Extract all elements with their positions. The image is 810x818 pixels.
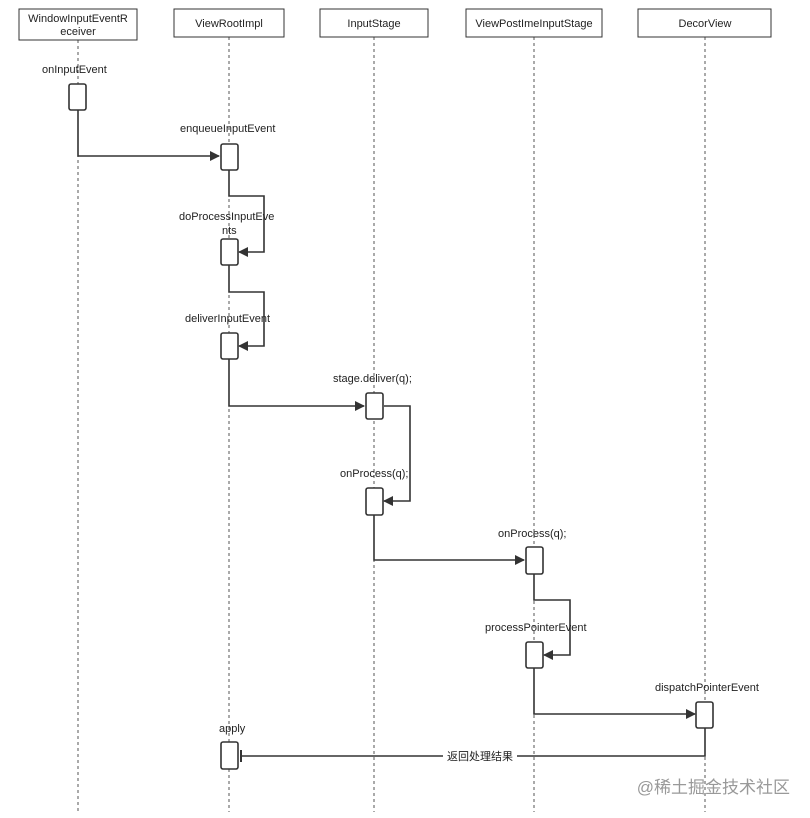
return-message: 返回处理结果 bbox=[443, 749, 517, 763]
step-label-dispatch-pointer-event: dispatchPointerEvent bbox=[655, 682, 759, 694]
messages bbox=[77, 110, 706, 762]
message-arrow-dispatch-pointer-event bbox=[533, 668, 696, 719]
step-label-on-input-event: onInputEvent bbox=[42, 64, 107, 76]
message-arrow-enqueue-input-event bbox=[77, 110, 220, 161]
message-arrow-view-post-ime-on-process bbox=[373, 515, 525, 565]
participant-label: ViewPostImeInputStage bbox=[475, 18, 592, 30]
activation-input-stage-on-process bbox=[365, 487, 384, 516]
message-arrow-deliver-input-event bbox=[228, 265, 265, 351]
message-labels: onInputEvent enqueueInputEvent doProcess… bbox=[42, 64, 759, 735]
message-arrow-return-result bbox=[240, 728, 706, 762]
message-arrow-input-stage-on-process bbox=[383, 405, 411, 506]
participant-label-line: eceiver bbox=[60, 26, 96, 38]
participant-decor-view: DecorView bbox=[637, 8, 772, 38]
step-label-deliver-input-event: deliverInputEvent bbox=[185, 313, 270, 325]
activation-dispatch-pointer-event bbox=[695, 701, 714, 729]
message-arrow-process-pointer-event bbox=[533, 574, 571, 660]
activation-enqueue-input-event bbox=[220, 143, 239, 171]
activation-on-input-event bbox=[68, 83, 87, 111]
step-label-do-process-input-events: doProcessInputEve bbox=[179, 211, 274, 223]
participant-label: InputStage bbox=[347, 18, 400, 30]
step-label-view-post-ime-on-process: onProcess(q); bbox=[498, 528, 566, 540]
return-message-label: 返回处理结果 bbox=[447, 750, 513, 763]
activation-view-post-ime-on-process bbox=[525, 546, 544, 575]
activation-stage-deliver bbox=[365, 392, 384, 420]
participant-label: DecorView bbox=[679, 18, 732, 30]
activation-process-pointer-event bbox=[525, 641, 544, 669]
participant-input-stage: InputStage bbox=[319, 8, 429, 38]
step-label-input-stage-on-process: onProcess(q); bbox=[340, 468, 408, 480]
step-label-enqueue-input-event: enqueueInputEvent bbox=[180, 123, 275, 135]
message-arrow-do-process-input-events bbox=[228, 170, 265, 257]
watermark: @稀土掘金技术社区 bbox=[637, 778, 790, 797]
activation-boxes bbox=[68, 83, 714, 770]
lifelines bbox=[77, 37, 706, 812]
participant-headers: WindowInputEventR eceiver ViewRootImpl I… bbox=[18, 8, 772, 41]
activation-do-process-input-events bbox=[220, 238, 239, 266]
step-label-process-pointer-event: processPointerEvent bbox=[485, 622, 587, 634]
participant-label: ViewRootImpl bbox=[195, 18, 263, 30]
message-arrow-stage-deliver bbox=[228, 359, 365, 411]
participant-window-input-event-receiver: WindowInputEventR eceiver bbox=[18, 8, 138, 41]
activation-deliver-input-event bbox=[220, 332, 239, 360]
participant-view-post-ime-input-stage: ViewPostImeInputStage bbox=[465, 8, 603, 38]
participant-label-line: WindowInputEventR bbox=[28, 13, 128, 25]
participant-view-root-impl: ViewRootImpl bbox=[173, 8, 285, 38]
step-label-do-process-input-events-cont: nts bbox=[222, 225, 237, 237]
step-label-apply: apply bbox=[219, 723, 246, 735]
activation-apply bbox=[220, 741, 239, 770]
step-label-stage-deliver: stage.deliver(q); bbox=[333, 373, 412, 385]
